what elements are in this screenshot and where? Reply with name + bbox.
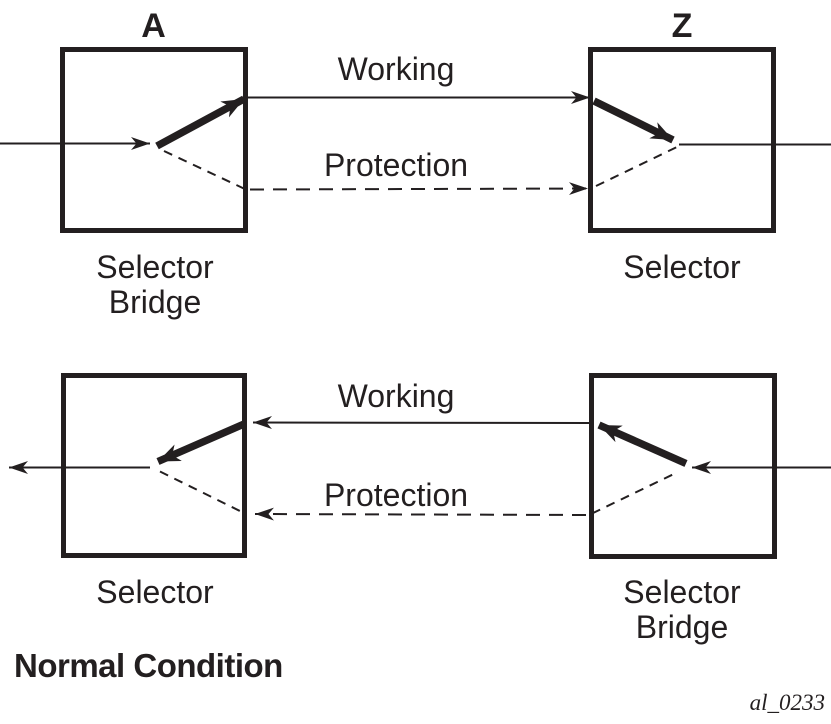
working-line-bottom: [252, 416, 590, 430]
selector-caption-z-top: Selector: [623, 249, 741, 285]
selector-bridge-caption-z-bottom-line1: Selector: [623, 574, 741, 610]
working-label-top: Working: [338, 51, 455, 87]
node-z-top-box: [588, 47, 776, 233]
selector-bridge-caption-z-bottom-line2: Bridge: [636, 609, 729, 645]
selector-protection-arm-z-top: [595, 145, 679, 187]
figure-title: Normal Condition: [14, 647, 283, 684]
figure-code: al_0233: [750, 690, 825, 715]
selector-working-arm-z-top: [592, 97, 675, 144]
bridge-working-arm-a-top: [155, 95, 246, 150]
node-z-bottom-box: [589, 373, 777, 559]
protection-line-bottom: [254, 507, 587, 521]
bridge-protection-arm-z-bottom: [591, 471, 679, 515]
selector-working-arm-a-bottom: [156, 420, 246, 465]
node-a-top-box: [60, 47, 248, 233]
selector-caption-a-bottom: Selector: [96, 574, 214, 610]
bridge-protection-arm-a-top: [163, 150, 248, 191]
protection-label-top: Protection: [324, 147, 468, 183]
endpoint-a-label: A: [141, 7, 166, 45]
protection-line-top: [249, 182, 589, 196]
selector-protection-arm-a-bottom: [159, 470, 247, 515]
selector-bridge-caption-a-top-line2: Bridge: [109, 284, 202, 320]
bridge-working-arm-z-bottom: [597, 421, 688, 467]
node-a-bottom-box: [61, 373, 247, 558]
working-label-bottom: Working: [338, 378, 455, 414]
endpoint-z-label: Z: [672, 7, 693, 45]
protection-label-bottom: Protection: [324, 477, 468, 513]
selector-bridge-caption-a-top-line1: Selector: [96, 249, 214, 285]
